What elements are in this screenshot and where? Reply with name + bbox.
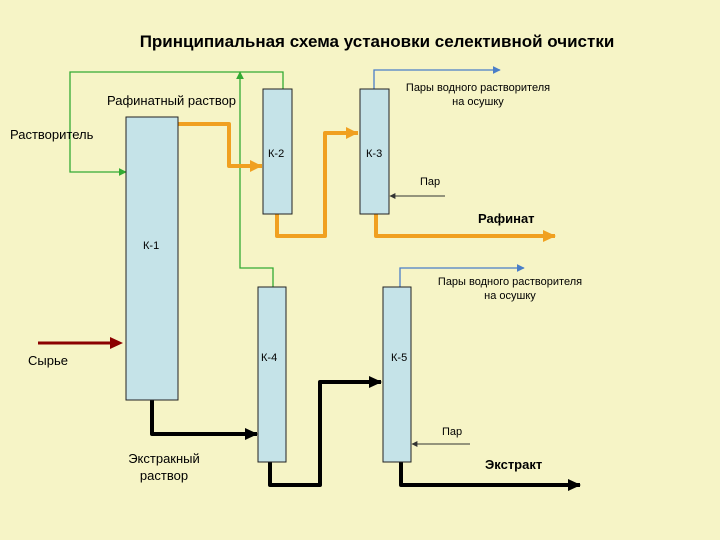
raffinate-label: Рафинат <box>478 211 535 226</box>
k2-bottom-line <box>275 131 358 238</box>
column-k2 <box>262 88 293 215</box>
column-k5-label: К-5 <box>391 352 408 364</box>
raffinate-arrowheads <box>250 127 556 242</box>
vapors-label-top: Пары водного растворителя на осушку <box>393 81 563 109</box>
column-k3-label: К-3 <box>366 148 383 160</box>
vapors-label-top-line1: Пары водного растворителя <box>405 82 551 94</box>
column-k4-label: К-4 <box>261 352 278 364</box>
column-k4 <box>257 286 287 463</box>
extract-label: Экстракт <box>485 457 543 472</box>
extract-lines <box>150 380 580 487</box>
vapor-line-bottom <box>399 264 525 287</box>
vapors-label-bottom-line2: на осушку <box>484 290 536 302</box>
column-k2-label: К-2 <box>268 148 285 160</box>
vapor-line-top <box>373 66 501 89</box>
extract-solution-label: Экстракный раствор <box>118 450 210 484</box>
diagram-title: Принципиальная схема установки селективн… <box>139 32 615 51</box>
extract-solution-line <box>150 400 257 436</box>
raffinate-product-line <box>374 214 555 238</box>
solvent-lines <box>69 71 284 287</box>
k4-bottom-line <box>268 380 381 487</box>
solvent-line-bottom <box>236 71 274 287</box>
column-k5 <box>382 286 412 463</box>
extract-product-line <box>399 462 580 487</box>
vapors-label-bottom-line1: Пары водного растворителя <box>437 276 583 288</box>
steam-label-bottom: Пар <box>442 426 463 438</box>
raffinate-lines <box>178 122 555 238</box>
solvent-label: Растворитель <box>10 127 94 142</box>
columns <box>125 88 412 463</box>
extract-solution-label-line2: раствор <box>139 468 189 483</box>
column-k1-label: К-1 <box>143 240 160 252</box>
raffinate-solution-line <box>178 122 262 168</box>
steam-label-top: Пар <box>420 176 441 188</box>
vapors-label-bottom: Пары водного растворителя на осушку <box>425 275 595 303</box>
feed-label: Сырье <box>28 353 68 368</box>
extract-solution-label-line1: Экстракный <box>128 451 200 466</box>
column-k1 <box>125 116 179 401</box>
solvent-line-top <box>69 71 284 176</box>
column-k3 <box>359 88 390 215</box>
vapors-label-top-line2: на осушку <box>452 96 504 108</box>
raffinate-solution-label: Рафинатный раствор <box>107 93 237 108</box>
feed-arrowhead <box>110 337 123 349</box>
extract-arrowheads <box>245 376 581 491</box>
